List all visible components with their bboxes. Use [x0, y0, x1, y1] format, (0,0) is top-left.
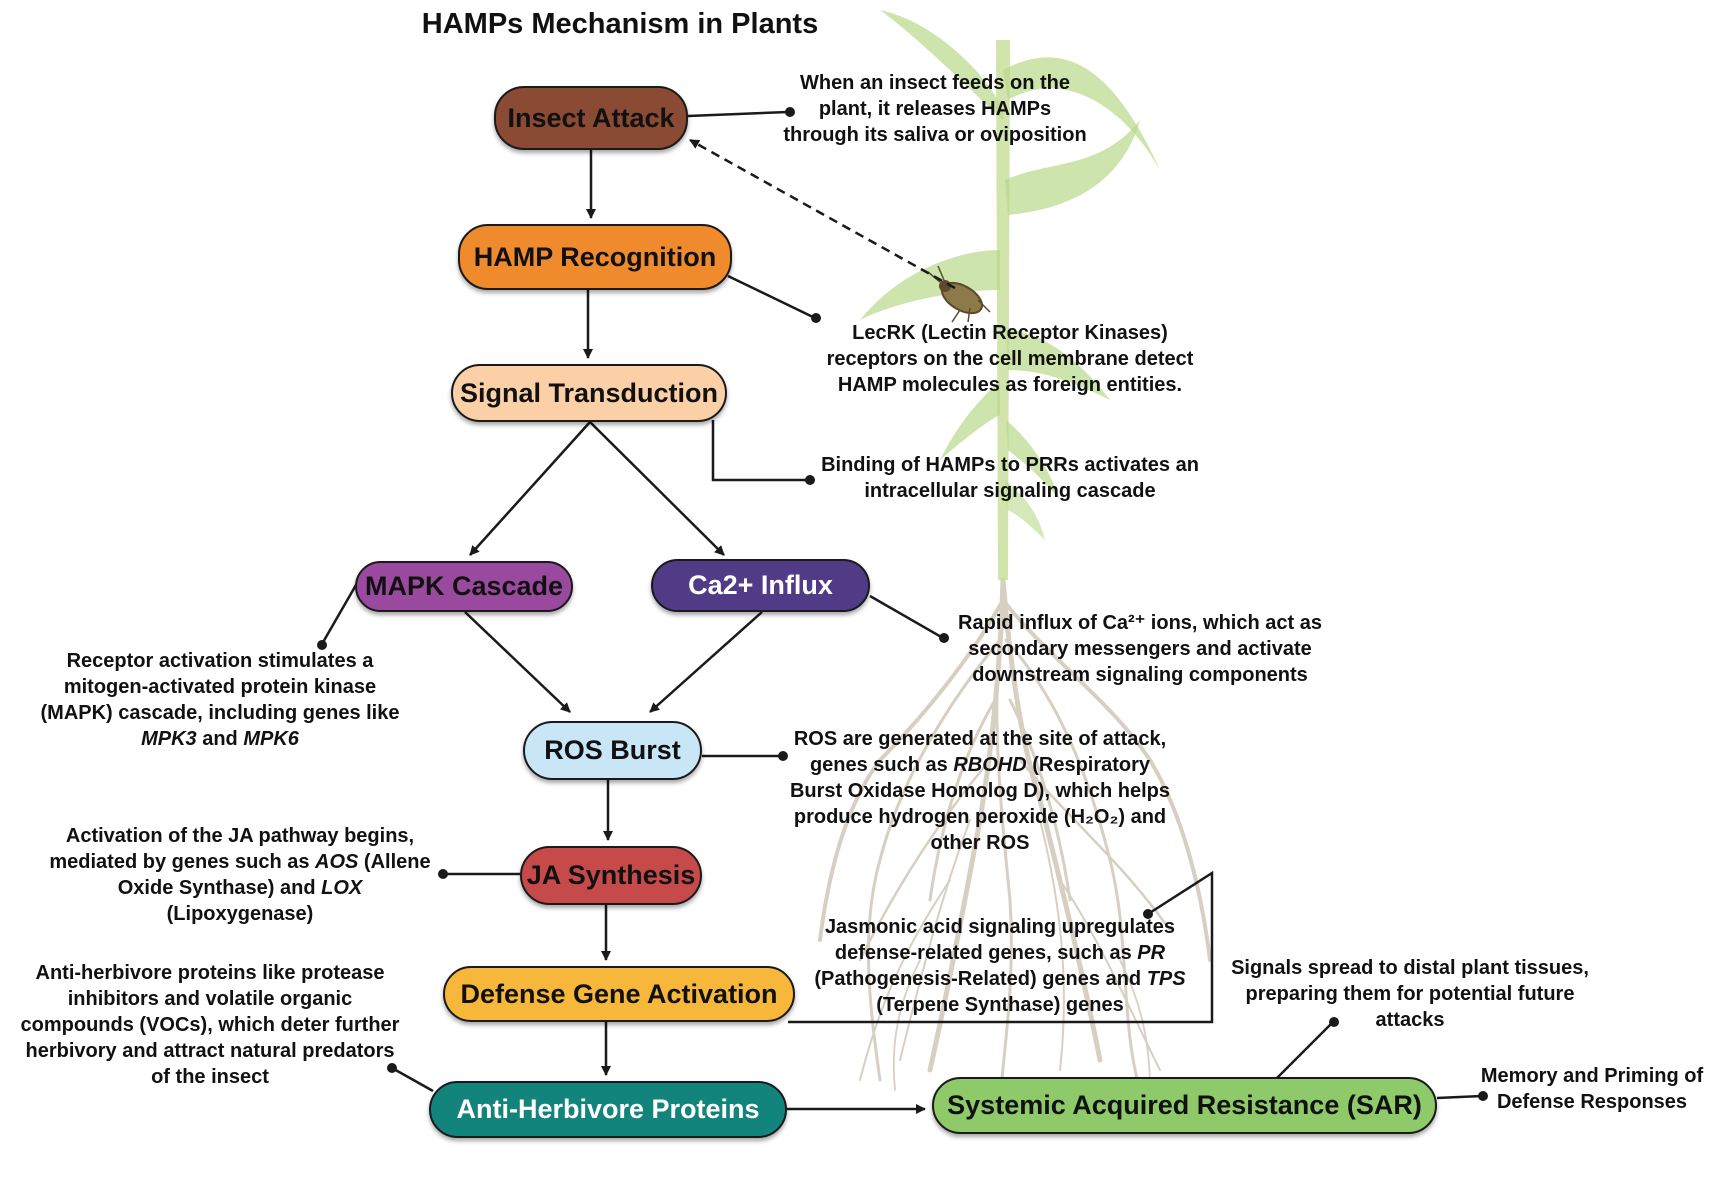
note-ja: Activation of the JA pathway begins, med…: [49, 825, 431, 925]
note-anti-herbivore: Anti-herbivore proteins like protease in…: [20, 962, 400, 1088]
plant-shoot: [860, 10, 1160, 580]
note-hamp-recognition: LecRK (Lectin Receptor Kinases) receptor…: [826, 322, 1194, 396]
leader-anti: [391, 1066, 434, 1093]
note-insect-attack: When an insect feeds on the plant, it re…: [783, 72, 1087, 146]
note-ca-influx: Rapid influx of Ca²⁺ ions, which act as …: [958, 612, 1322, 686]
note-mapk: Receptor activation stimulates a mitogen…: [40, 650, 400, 750]
leader-defense: [788, 870, 1214, 1024]
note-sar-top: Signals spread to distal plant tissues, …: [1231, 957, 1589, 1031]
note-defense: Jasmonic acid signaling upregulates defe…: [814, 916, 1186, 1016]
plant-roots: [818, 577, 1212, 1102]
node-signal-transduction: Signal Transduction: [451, 364, 727, 422]
arrow-mapk-to-ros: [464, 611, 571, 713]
node-anti-herbivore-proteins: Anti-Herbivore Proteins: [429, 1081, 787, 1138]
leader-sar-top: [1273, 1021, 1334, 1082]
arrow-transduction-to-ca: [589, 421, 725, 556]
node-hamp-recognition: HAMP Recognition: [458, 224, 732, 290]
note-signal-transduction: Binding of HAMPs to PRRs activates an in…: [821, 454, 1199, 502]
arrow-insect-to-attack-dashed: [689, 138, 956, 290]
leader-insect-attack: [687, 110, 789, 118]
node-ja-synthesis: JA Synthesis: [520, 846, 702, 905]
diagram-title: HAMPs Mechanism in Plants: [421, 8, 819, 40]
node-ca-influx: Ca2+ Influx: [651, 559, 870, 612]
leader-signal-transduction: [711, 420, 808, 482]
leader-sar-right: [1436, 1094, 1483, 1100]
insect-icon: [927, 265, 991, 323]
leader-ca: [869, 594, 944, 640]
arrow-transduction-to-mapk: [469, 421, 591, 556]
leader-hamp-recognition: [727, 274, 816, 320]
leader-mapk: [320, 577, 362, 645]
node-mapk-cascade: MAPK Cascade: [355, 561, 573, 612]
node-ros-burst: ROS Burst: [523, 721, 702, 780]
node-defense-gene-activation: Defense Gene Activation: [443, 966, 795, 1022]
note-ros: ROS are generated at the site of attack,…: [789, 728, 1171, 854]
note-sar-right: Memory and Priming of Defense Responses: [1480, 1065, 1704, 1113]
node-sar: Systemic Acquired Resistance (SAR): [932, 1077, 1437, 1134]
node-insect-attack: Insect Attack: [494, 86, 688, 150]
arrow-ca-to-ros: [649, 611, 763, 713]
